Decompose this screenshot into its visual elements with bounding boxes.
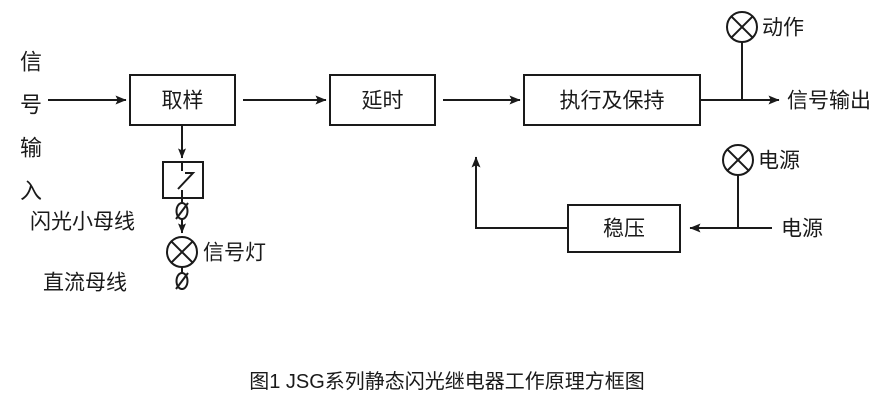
block-regulator[interactable]: 稳压 [567, 204, 681, 253]
terminal-dc-bus [175, 267, 189, 290]
block-execute-hold-label: 执行及保持 [560, 90, 665, 113]
block-regulator-rect [567, 204, 681, 253]
power-lamp-label: 电源 [758, 150, 800, 173]
contact-switch[interactable] [162, 161, 204, 199]
block-delay[interactable]: 延时 [329, 74, 436, 126]
action-lamp[interactable] [726, 11, 758, 43]
block-execute-hold-rect [523, 74, 701, 126]
input-char-2: 输 [20, 136, 42, 161]
input-char-1: 号 [20, 93, 42, 118]
power-lamp-cross-b [726, 148, 750, 172]
block-sampling-label: 取样 [162, 90, 204, 113]
action-lamp-cross-b [730, 15, 754, 39]
terminal-flash-bus-slash [175, 202, 189, 220]
wire-regulator-feedback [471, 156, 568, 229]
signal-lamp-cross-b [170, 240, 194, 264]
terminal-flash-bus [175, 198, 189, 234]
input-char-3: 入 [20, 179, 42, 204]
signal-output-label: 信号输出 [787, 90, 871, 113]
action-lamp-label: 动作 [762, 17, 804, 40]
power-input-label: 电源 [781, 218, 823, 241]
block-regulator-label: 稳压 [603, 218, 645, 241]
flash-bus-label: 闪光小母线 [30, 211, 135, 234]
signal-lamp[interactable] [166, 236, 198, 268]
power-lamp[interactable] [722, 144, 754, 176]
terminal-dc-bus-slash [175, 272, 189, 290]
block-sampling[interactable]: 取样 [129, 74, 236, 126]
block-execute-hold[interactable]: 执行及保持 [523, 74, 701, 126]
signal-lamp-label: 信号灯 [203, 242, 266, 265]
input-label-vertical: 信 号 输 入 [20, 50, 42, 204]
input-char-0: 信 [20, 50, 42, 75]
block-delay-rect [329, 74, 436, 126]
dc-bus-label: 直流母线 [43, 272, 127, 295]
figure-caption: 图1 JSG系列静态闪光继电器工作原理方框图 [249, 370, 645, 393]
block-delay-label: 延时 [362, 90, 404, 113]
contact-blade [177, 172, 196, 190]
